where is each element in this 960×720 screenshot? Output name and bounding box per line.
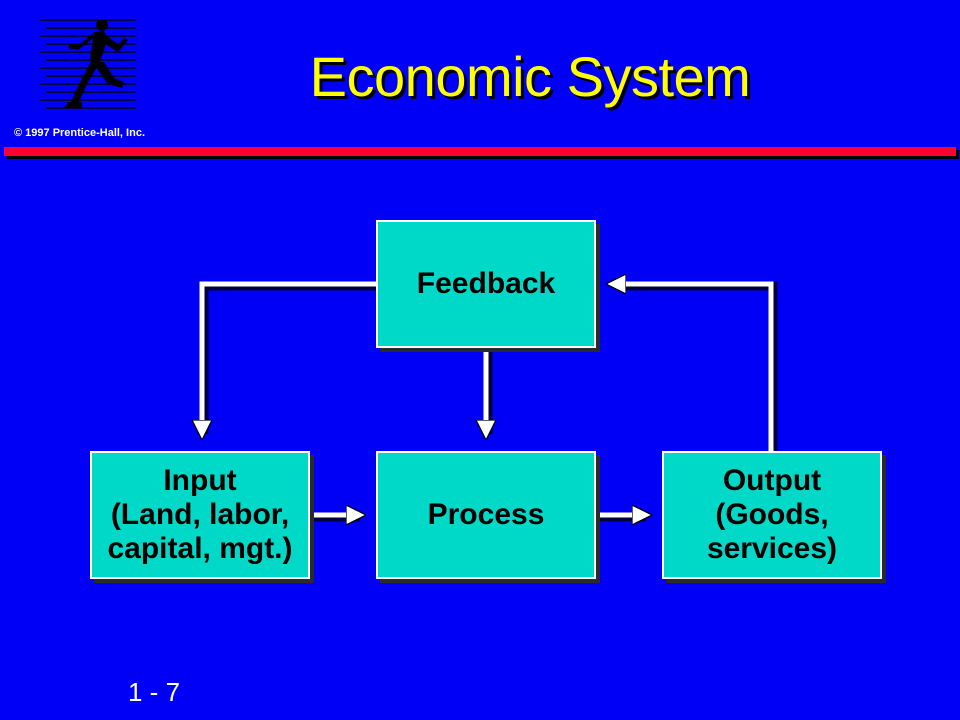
process-box: Process: [376, 451, 596, 579]
feedback-line-1: Feedback: [416, 267, 556, 301]
output-label: Output (Goods, services): [707, 464, 837, 566]
feedback-to-input-arrow: [202, 281, 376, 432]
output-to-feedback-shadow: [616, 281, 778, 453]
input-line-1: Input: [163, 464, 237, 498]
input-line-2: (Land, labor,: [110, 498, 290, 532]
output-box: Output (Goods, services): [662, 451, 882, 579]
running-figure-logo-icon: [40, 19, 136, 109]
feedback-to-input-shadow: [199, 281, 378, 434]
process-label: Process: [428, 498, 545, 532]
title-divider: [4, 147, 956, 156]
slide-title: Economic System: [309, 45, 751, 108]
output-to-feedback-arrow: [614, 284, 774, 451]
slide-number: 1 - 7: [128, 677, 181, 707]
input-box: Input (Land, labor, capital, mgt.): [90, 451, 310, 579]
process-line-1: Process: [427, 498, 545, 532]
input-label: Input (Land, labor, capital, mgt.): [107, 464, 292, 566]
output-line-2: (Goods,: [715, 498, 829, 532]
copyright-notice: © 1997 Prentice-Hall, Inc.: [14, 127, 145, 139]
output-line-3: services): [706, 531, 838, 565]
output-line-1: Output: [722, 464, 822, 498]
feedback-label: Feedback: [417, 267, 555, 301]
input-line-3: capital, mgt.): [107, 531, 293, 565]
feedback-box: Feedback: [376, 220, 596, 348]
